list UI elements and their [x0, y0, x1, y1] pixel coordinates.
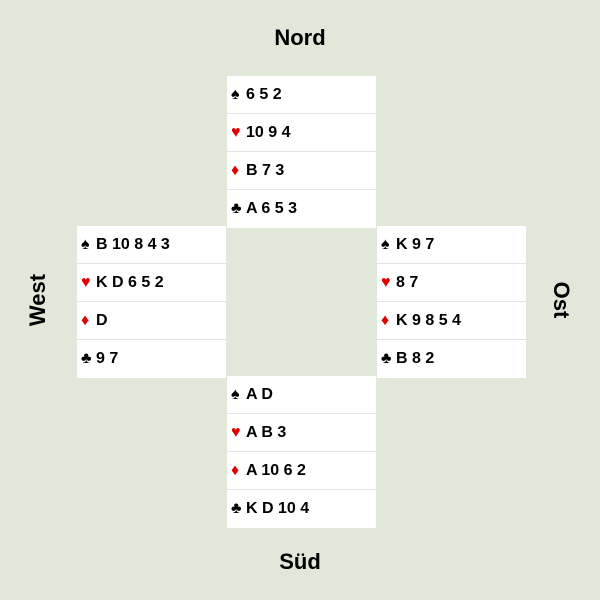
cards-spades: K 9 7	[396, 236, 435, 253]
cards-clubs: B 8 2	[396, 350, 435, 367]
suit-row-spades: ♠ B 10 8 4 3	[77, 226, 226, 264]
club-icon: ♣	[381, 350, 392, 367]
heart-icon: ♥	[381, 274, 391, 291]
club-icon: ♣	[231, 200, 242, 217]
cards-clubs: K D 10 4	[246, 500, 310, 517]
suit-row-diamonds: ♦ A 10 6 2	[227, 452, 376, 490]
cards-diamonds: A 10 6 2	[246, 462, 306, 479]
cards-spades: B 10 8 4 3	[96, 236, 170, 253]
hand-west: ♠B 10 8 4 3 ♥K D 6 5 2 ♦D ♣9 7	[77, 226, 226, 378]
spade-icon: ♠	[231, 86, 240, 103]
seat-label-south: Süd	[279, 549, 321, 574]
suit-row-clubs: ♣B 8 2	[377, 340, 526, 378]
suit-row-hearts: ♥ A B 3	[227, 414, 376, 452]
diamond-icon: ♦	[81, 312, 90, 329]
spade-icon: ♠	[81, 236, 90, 253]
spade-icon: ♠	[381, 236, 390, 253]
hand-east: ♠ K 9 7 ♥ 8 7 ♦ K 9 8 5 4 ♣B 8 2	[377, 226, 526, 378]
seat-label-east: Ost	[549, 281, 574, 319]
heart-icon: ♥	[231, 124, 241, 141]
suit-row-diamonds: ♦ B 7 3	[227, 152, 376, 190]
suit-row-hearts: ♥ 10 9 4	[227, 114, 376, 152]
diamond-icon: ♦	[231, 162, 240, 179]
heart-icon: ♥	[81, 274, 91, 291]
hand-south: ♠ A D ♥ A B 3 ♦ A 10 6 2 ♣K D 10 4	[227, 376, 376, 528]
diamond-icon: ♦	[381, 312, 390, 329]
suit-row-clubs: ♣K D 10 4	[227, 490, 376, 528]
seat-label-north: Nord	[274, 25, 326, 50]
cards-hearts: K D 6 5 2	[96, 274, 164, 291]
suit-row-hearts: ♥ 8 7	[377, 264, 526, 302]
cards-spades: 6 5 2	[246, 86, 282, 103]
suit-row-spades: ♠ K 9 7	[377, 226, 526, 264]
suit-row-diamonds: ♦D	[77, 302, 226, 340]
cards-hearts: 10 9 4	[246, 124, 291, 141]
suit-row-diamonds: ♦ K 9 8 5 4	[377, 302, 526, 340]
cards-diamonds: K 9 8 5 4	[396, 312, 461, 329]
seat-label-west: West	[25, 273, 50, 327]
hand-north: ♠ 6 5 2 ♥ 10 9 4 ♦ B 7 3 ♣A 6 5 3	[227, 76, 376, 228]
suit-row-clubs: ♣9 7	[77, 340, 226, 378]
cards-clubs: 9 7	[96, 350, 119, 367]
suit-row-spades: ♠ A D	[227, 376, 376, 414]
suit-row-hearts: ♥ K D 6 5 2	[77, 264, 226, 302]
suit-row-clubs: ♣A 6 5 3	[227, 190, 376, 228]
diamond-icon: ♦	[231, 462, 240, 479]
cards-spades: A D	[246, 386, 273, 403]
cards-hearts: 8 7	[396, 274, 419, 291]
cards-hearts: A B 3	[246, 424, 287, 441]
club-icon: ♣	[81, 350, 92, 367]
suit-row-spades: ♠ 6 5 2	[227, 76, 376, 114]
cards-clubs: A 6 5 3	[246, 200, 297, 217]
cards-diamonds: B 7 3	[246, 162, 285, 179]
club-icon: ♣	[231, 500, 242, 517]
heart-icon: ♥	[231, 424, 241, 441]
cards-diamonds: D	[96, 312, 108, 329]
spade-icon: ♠	[231, 386, 240, 403]
